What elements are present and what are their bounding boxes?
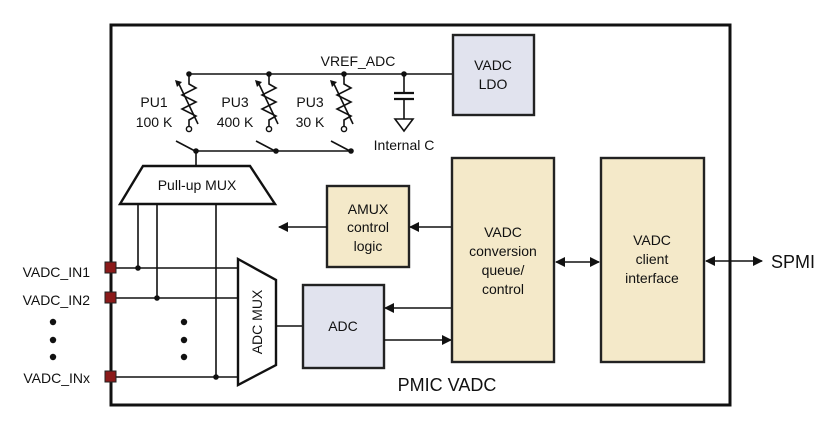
pin-vadc-in2 bbox=[104, 291, 117, 304]
internal-capacitor bbox=[393, 74, 415, 133]
ground-icon bbox=[393, 118, 415, 133]
adc-mux-label: ADC MUX bbox=[249, 289, 265, 354]
conversion-label-4: control bbox=[482, 281, 524, 297]
adc-mux bbox=[236, 256, 278, 387]
pullup-mux-label: Pull-up MUX bbox=[158, 177, 237, 193]
junction-dot bbox=[154, 295, 160, 301]
pullup-resistor-3 bbox=[330, 74, 354, 152]
variable-arrow-icon bbox=[255, 80, 262, 87]
pin-vadc-inx bbox=[104, 370, 117, 383]
pullup-resistor-1 bbox=[175, 74, 199, 152]
adc-label: ADC bbox=[328, 318, 358, 334]
junction-dot bbox=[348, 148, 354, 154]
conversion-queue-block bbox=[450, 156, 556, 364]
conversion-label-3: queue/ bbox=[482, 262, 525, 278]
client-interface-block bbox=[599, 156, 706, 364]
junction-dot bbox=[135, 265, 141, 271]
spmi-label: SPMI bbox=[771, 252, 815, 272]
variable-arrow-icon bbox=[175, 80, 182, 87]
pu3-value: 30 K bbox=[296, 114, 325, 130]
client-label-3: interface bbox=[625, 270, 679, 286]
amux-label-1: AMUX bbox=[348, 201, 389, 217]
vadc-ldo-label-1: VADC bbox=[474, 57, 512, 73]
pu2-name: PU3 bbox=[221, 94, 248, 110]
pullup-mux bbox=[117, 164, 278, 206]
vref-adc-label: VREF_ADC bbox=[321, 53, 396, 69]
conversion-label-2: conversion bbox=[469, 243, 537, 259]
pin-vadc-in1 bbox=[104, 261, 117, 274]
amux-label-2: control bbox=[347, 219, 389, 235]
variable-arrow-icon bbox=[330, 80, 337, 87]
pu2-value: 400 K bbox=[217, 114, 254, 130]
junction-dot bbox=[213, 374, 219, 380]
pu3-name: PU3 bbox=[296, 94, 323, 110]
junction-dot bbox=[273, 148, 279, 154]
conversion-label-1: VADC bbox=[484, 224, 522, 240]
client-label-2: client bbox=[636, 251, 669, 267]
pullup-resistor-2 bbox=[255, 74, 279, 152]
ellipsis-left bbox=[49, 318, 57, 361]
internal-c-label: Internal C bbox=[374, 137, 435, 153]
adc-block bbox=[301, 283, 386, 370]
vadc-in1-label: VADC_IN1 bbox=[23, 264, 91, 280]
pu1-name: PU1 bbox=[140, 94, 167, 110]
ellipsis-right bbox=[180, 318, 188, 361]
pu1-value: 100 K bbox=[136, 114, 173, 130]
vadc-in2-label: VADC_IN2 bbox=[23, 292, 91, 308]
amux-label-3: logic bbox=[354, 238, 383, 254]
amux-control-block bbox=[325, 184, 411, 269]
vadc-ldo-block bbox=[451, 33, 536, 117]
pmic-vadc-title: PMIC VADC bbox=[398, 375, 497, 395]
vadc-ldo-label-2: LDO bbox=[479, 76, 508, 92]
vadc-inx-label: VADC_INx bbox=[23, 370, 90, 386]
client-label-1: VADC bbox=[633, 232, 671, 248]
